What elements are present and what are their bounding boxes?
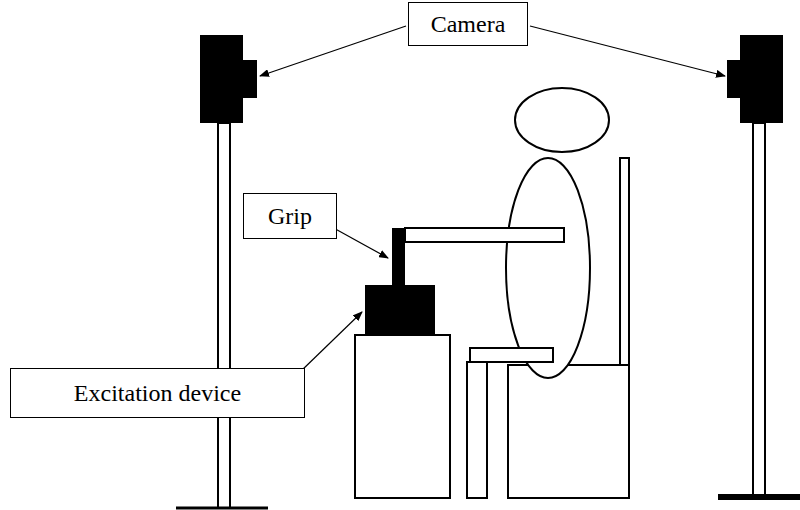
grip (392, 228, 564, 285)
excitation-device (355, 285, 450, 498)
callout-box: Excitation device (10, 368, 305, 418)
callout-label: Grip (268, 202, 312, 230)
callout-box: Grip (243, 193, 337, 239)
callout-label: Excitation device (74, 379, 241, 407)
callout-box: Camera (408, 2, 528, 46)
callout-label: Camera (431, 10, 506, 38)
right-camera (718, 35, 800, 500)
left-camera (176, 35, 268, 508)
seated-person (467, 88, 629, 498)
